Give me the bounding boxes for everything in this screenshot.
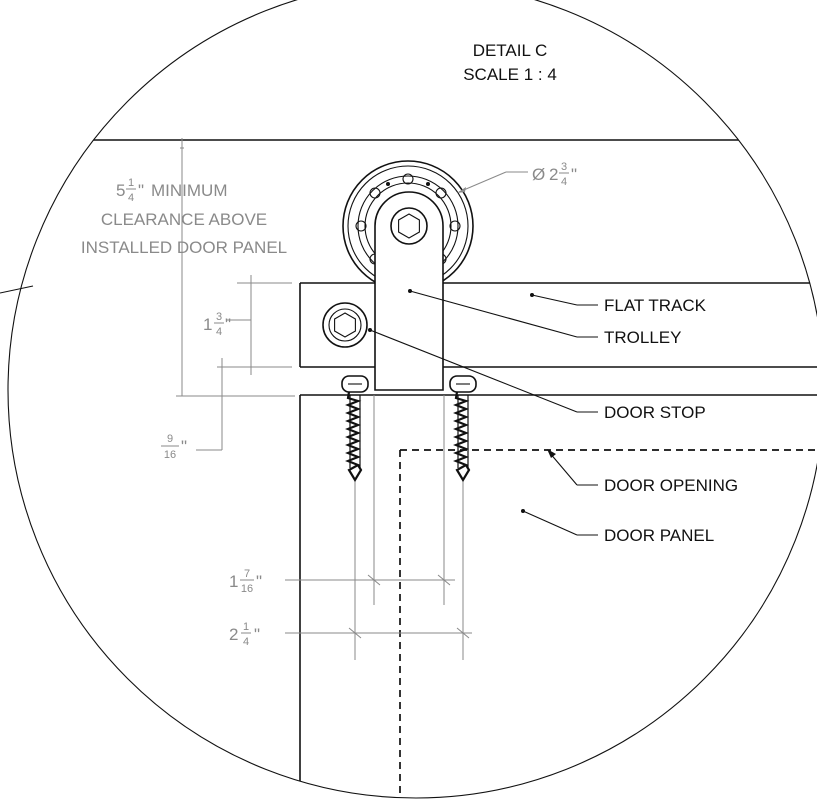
- callout-door-stop: DOOR STOP: [604, 403, 706, 422]
- clearance-den: 4: [128, 192, 134, 204]
- detail-title: DETAIL C: [473, 41, 548, 60]
- clearance-whole: 5: [116, 181, 125, 200]
- callout-door-opening: DOOR OPENING: [604, 476, 738, 495]
- detail-leader-line: [0, 285, 34, 294]
- detail-boundary-circle: [7, 0, 817, 799]
- clearance-line3: INSTALLED DOOR PANEL: [81, 238, 287, 257]
- diameter-symbol: Ø: [532, 165, 545, 184]
- diameter-unit: ": [571, 165, 577, 184]
- clearance-line1: MINIMUM: [151, 181, 227, 200]
- diameter-whole: 2: [549, 165, 558, 184]
- screw-right: [449, 375, 477, 483]
- dim-screw-spacing-outer: 2 1 4 ": [229, 621, 260, 648]
- gap-den: 16: [164, 449, 176, 461]
- callout-leaders: [368, 289, 598, 536]
- gap-unit: ": [181, 437, 187, 456]
- track-height-unit: ": [225, 315, 231, 334]
- track-height-whole: 1: [203, 315, 212, 334]
- vertical-dimensions: [176, 138, 295, 451]
- diameter-num: 3: [561, 161, 567, 173]
- gap-num: 9: [167, 433, 173, 445]
- outer-num: 1: [243, 621, 249, 633]
- inner-whole: 1: [229, 572, 238, 591]
- clearance-num: 1: [128, 177, 134, 189]
- clearance-unit: ": [138, 181, 144, 200]
- inner-num: 7: [244, 568, 250, 580]
- outer-unit: ": [254, 625, 260, 644]
- diameter-leader: [457, 171, 528, 193]
- inner-den: 16: [241, 583, 253, 595]
- screw-left: [341, 375, 369, 483]
- clearance-line2: CLEARANCE ABOVE: [101, 210, 267, 229]
- detail-scale: SCALE 1 : 4: [463, 65, 557, 84]
- outer-den: 4: [243, 636, 249, 648]
- door-opening-outline: [399, 449, 817, 798]
- horizontal-dimensions: [285, 574, 472, 639]
- dim-gap: 9 16 ": [161, 433, 187, 461]
- outer-whole: 2: [229, 625, 238, 644]
- callout-door-panel: DOOR PANEL: [604, 526, 714, 545]
- callout-flat-track: FLAT TRACK: [604, 296, 707, 315]
- screw-centerlines: [354, 395, 464, 660]
- door-stop: [322, 302, 368, 348]
- track-height-num: 3: [216, 311, 222, 323]
- callout-trolley: TROLLEY: [604, 328, 681, 347]
- inner-unit: ": [256, 572, 262, 591]
- diameter-den: 4: [561, 176, 567, 188]
- door-panel: [299, 394, 817, 798]
- dim-screw-spacing-inner: 1 7 16 ": [229, 568, 262, 595]
- dim-track-height: 1 3 4 ": [203, 311, 231, 338]
- track-height-den: 4: [216, 326, 222, 338]
- dim-wheel-diameter: Ø 2 3 4 ": [532, 161, 577, 188]
- dim-clearance: 5 1 4 " MINIMUM CLEARANCE ABOVE INSTALLE…: [81, 177, 287, 257]
